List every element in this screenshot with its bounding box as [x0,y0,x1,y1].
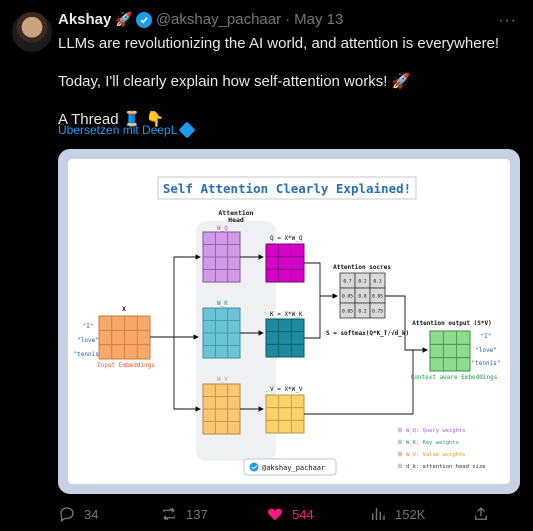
arrow-q-to-scores [304,262,338,299]
attention-scores-matrix: 0.7 0.2 0.1 0.05 0.8 0.05 0.05 0.2 0.75 [339,272,386,319]
score-value: 0.05 [342,309,353,315]
tweet-date[interactable]: May 13 [294,11,344,28]
author-avatar[interactable] [12,12,52,52]
q-equation: Q = X*W_Q [270,235,303,242]
translate-label: Übersetzen mit DeepL [58,123,178,137]
k-matrix [265,318,305,358]
wq-label: W_Q [217,225,228,232]
score-value: 0.05 [342,294,353,300]
wk-label: W_K [217,300,228,307]
output-title: Attention output (S*V) [412,320,491,327]
v-matrix [265,394,305,434]
translate-link[interactable]: Übersetzen mit DeepL [58,121,196,139]
twitter-bird-icon [249,462,259,472]
reply-button[interactable]: 34 [58,505,98,523]
output-word-1: "I" [481,333,492,340]
retweet-button[interactable]: 137 [160,505,208,523]
tweet-image[interactable]: Self Attention Clearly Explained! Attent… [58,149,520,494]
output-word-3: "tennis" [472,360,501,367]
diagram-canvas: Self Attention Clearly Explained! Attent… [68,159,510,484]
self-attention-diagram: Self Attention Clearly Explained! Attent… [74,176,501,476]
arrow-x-to-wv [173,337,201,412]
author-handle[interactable]: @akshay_pachaar [155,11,282,28]
x-label: X [122,305,126,313]
score-value: 0.7 [343,279,352,285]
score-value: 0.75 [372,309,383,315]
head-label-1: Attention [218,209,253,217]
deepl-icon [178,121,196,139]
score-value: 0.8 [358,294,367,300]
score-value: 0.1 [373,279,382,285]
legend-item-dk: d_k: attention head size [406,464,485,470]
head-label-2: Head [228,216,244,224]
share-icon [475,507,487,520]
tweet-header: Akshay 🚀 @akshay_pachaar · May 13 [58,11,343,28]
score-cell [369,302,386,319]
arrow-x-to-wq [150,254,201,338]
tweet-line-1: LLMs are revolutionizing the AI world, a… [58,35,500,52]
retweet-icon [163,507,175,521]
views-count: 152K [395,506,426,522]
legend-item-wv: W_V: Value weights [406,452,466,458]
score-value: 0.2 [358,279,367,285]
score-value: 0.2 [358,309,367,315]
legend-item-wk: W_K: Key weights [406,440,459,446]
tweet-actions: 34 137 544 152K [58,505,524,525]
share-button[interactable] [472,505,490,523]
score-value: 0.05 [372,294,383,300]
output-caption: Context aware Embeddings [411,374,498,381]
output-word-2: "love" [475,347,497,354]
legend-item-wq: W_Q: Query weights [406,428,466,434]
tweet-line-2: Today, I'll clearly explain how self-att… [58,73,411,90]
reply-count: 34 [84,506,99,522]
verified-badge-icon [135,11,152,28]
author-name[interactable]: Akshay [58,11,112,28]
twitter-handle-text: @akshay_pachaar [262,464,325,472]
like-count: 544 [292,506,314,522]
retweet-count: 137 [186,506,208,522]
v-equation: V = X*W_V [270,386,303,393]
wv-label: W_V [217,376,228,383]
reply-icon [60,507,74,523]
k-equation: K = X*W_K [270,311,303,318]
tweet-text: LLMs are revolutionizing the AI world, a… [58,34,518,129]
input-caption: Input Embeddings [97,362,155,369]
separator-dot: · [285,11,291,28]
diagram-title: Self Attention Clearly Explained! [163,181,411,196]
like-button[interactable]: 544 [266,505,314,523]
input-word-1: "I" [83,323,94,330]
rocket-emoji: 🚀 [115,11,133,27]
diagram-title-box [157,176,417,200]
q-matrix [265,243,305,283]
input-word-2: "love" [77,337,99,344]
views-button[interactable]: 152K [369,505,425,523]
input-word-3: "tennis" [74,351,103,358]
twitter-handle-badge [243,458,337,476]
arrow-v-to-output [304,347,428,415]
scores-title: Attention socres [333,264,391,271]
views-icon [372,508,385,520]
more-options-icon[interactable]: ··· [498,12,517,29]
softmax-equation: S = softmax(Q*K_T/√d_k) [326,330,409,337]
heart-icon [268,508,282,521]
diagram-legend: W_Q: Query weights W_K: Key weights W_V:… [397,427,485,470]
output-matrix [429,330,471,372]
tweet-line-3: A Thread 🧵 👇 [58,111,165,128]
arrow-k-to-scores [304,293,338,339]
